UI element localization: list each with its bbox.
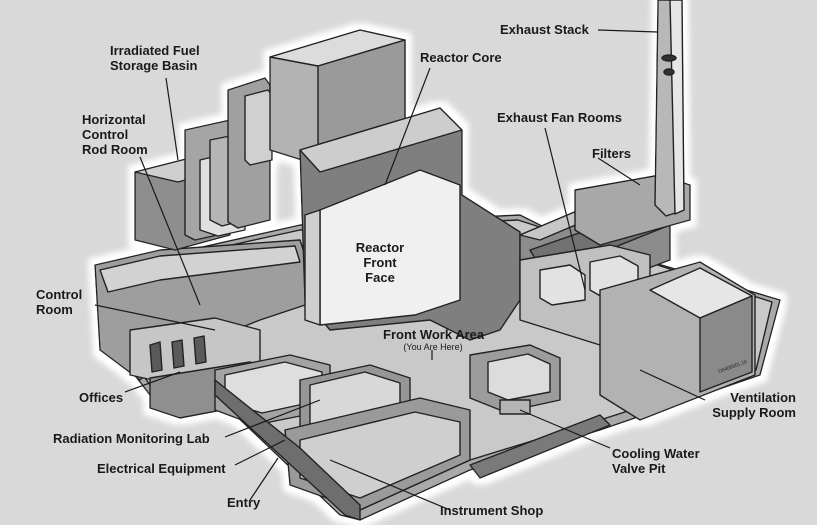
leader-lines [94,29,706,511]
label-electrical-equipment: Electrical Equipment [97,461,226,476]
label-ventilation-supply-room: Ventilation Supply Room [706,390,796,420]
label-line: Room [36,302,73,317]
label-reactor-front-face: Reactor Front Face [350,240,410,285]
label-line: Control [82,127,129,142]
label-exhaust-stack: Exhaust Stack [500,22,589,37]
label-line: Front Work Area [383,327,485,342]
label-line: Cooling Water [612,446,700,461]
label-line: Rod Room [82,142,148,157]
label-instrument-shop: Instrument Shop [440,503,544,518]
label-front-work-area: Front Work Area (You Are Here) [383,327,485,353]
label-line: Front [363,255,397,270]
label-exhaust-fan-rooms: Exhaust Fan Rooms [497,110,622,125]
label-line: Supply Room [712,405,796,420]
label-line: Reactor [355,240,405,255]
label-line: Face [365,270,395,285]
label-radiation-monitoring-lab: Radiation Monitoring Lab [53,431,210,446]
label-reactor-core: Reactor Core [420,50,502,65]
label-line: Horizontal [82,112,146,127]
front-wall [214,379,361,521]
label-offices: Offices [79,390,124,405]
label-horizontal-control-rod-room: Horizontal Control Rod Room [82,112,148,157]
label-control-room: Control Room [36,287,82,317]
you-are-here-note: (You Are Here) [403,342,463,352]
label-cooling-water-valve-pit: Cooling Water Valve Pit [612,446,700,476]
label-filters: Filters [592,146,632,161]
label-line: Control [36,287,83,302]
label-line: Storage Basin [110,58,198,73]
label-entry: Entry [227,495,261,510]
label-line: Ventilation [730,390,796,405]
label-line: Valve Pit [612,461,666,476]
label-line: Irradiated Fuel [110,43,200,58]
label-irradiated-fuel-storage-basin: Irradiated Fuel Storage Basin [110,43,200,73]
